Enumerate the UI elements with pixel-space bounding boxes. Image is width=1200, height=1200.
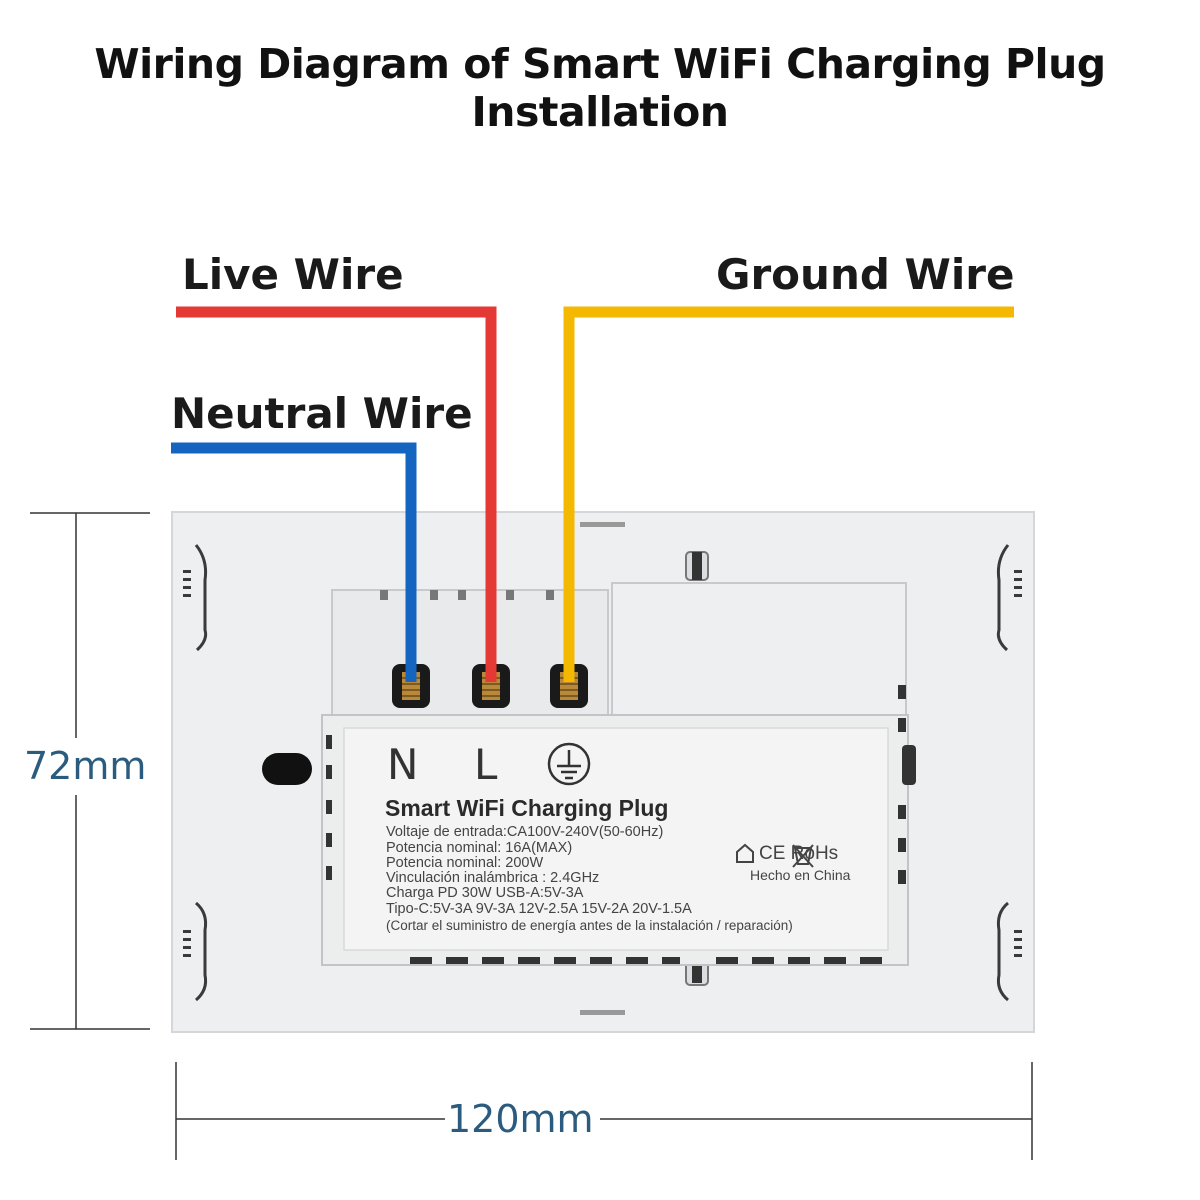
vent-slots xyxy=(410,957,882,964)
width-dimension-label: 120mm xyxy=(447,1097,594,1141)
height-dimension-label: 72mm xyxy=(24,744,147,788)
terminal-n-label: N xyxy=(387,740,419,789)
diagram-title: Wiring Diagram of Smart WiFi Charging Pl… xyxy=(94,40,1106,136)
certification-marks: CE RoHs xyxy=(759,843,839,864)
ground-symbol-icon xyxy=(547,742,591,786)
weee-bin-icon xyxy=(792,844,814,868)
mounting-clip-top-left xyxy=(194,544,1010,1002)
spec-line: Voltaje de entrada:CA100V-240V(50-60Hz) xyxy=(386,824,664,840)
width-dimension-line xyxy=(175,1062,1033,1160)
house-icon xyxy=(736,843,754,863)
control-module xyxy=(611,582,907,724)
spec-line: Vinculación inalámbrica : 2.4GHz xyxy=(386,870,600,886)
mounting-slot xyxy=(262,753,312,785)
spec-line: (Cortar el suministro de energía antes d… xyxy=(386,918,793,933)
neutral-wire xyxy=(171,442,417,682)
ground-wire xyxy=(563,306,1014,682)
product-name: Smart WiFi Charging Plug xyxy=(385,795,669,821)
made-in-label: Hecho en China xyxy=(750,867,851,883)
spec-line: Tipo-C:5V-3A 9V-3A 12V-2.5A 15V-2A 20V-1… xyxy=(386,901,692,917)
spec-line: Potencia nominal: 16A(MAX) xyxy=(386,840,573,856)
ground-wire-label: Ground Wire xyxy=(716,250,1015,299)
terminal-l-label: L xyxy=(474,740,498,789)
height-dimension-line xyxy=(30,512,150,1030)
spec-line: Potencia nominal: 200W xyxy=(386,855,544,871)
neutral-wire-label: Neutral Wire xyxy=(171,389,473,438)
label-sticker xyxy=(343,727,889,951)
live-wire xyxy=(176,306,497,682)
live-wire-label: Live Wire xyxy=(182,250,404,299)
spec-line: Charga PD 30W USB-A:5V-3A xyxy=(386,885,584,901)
